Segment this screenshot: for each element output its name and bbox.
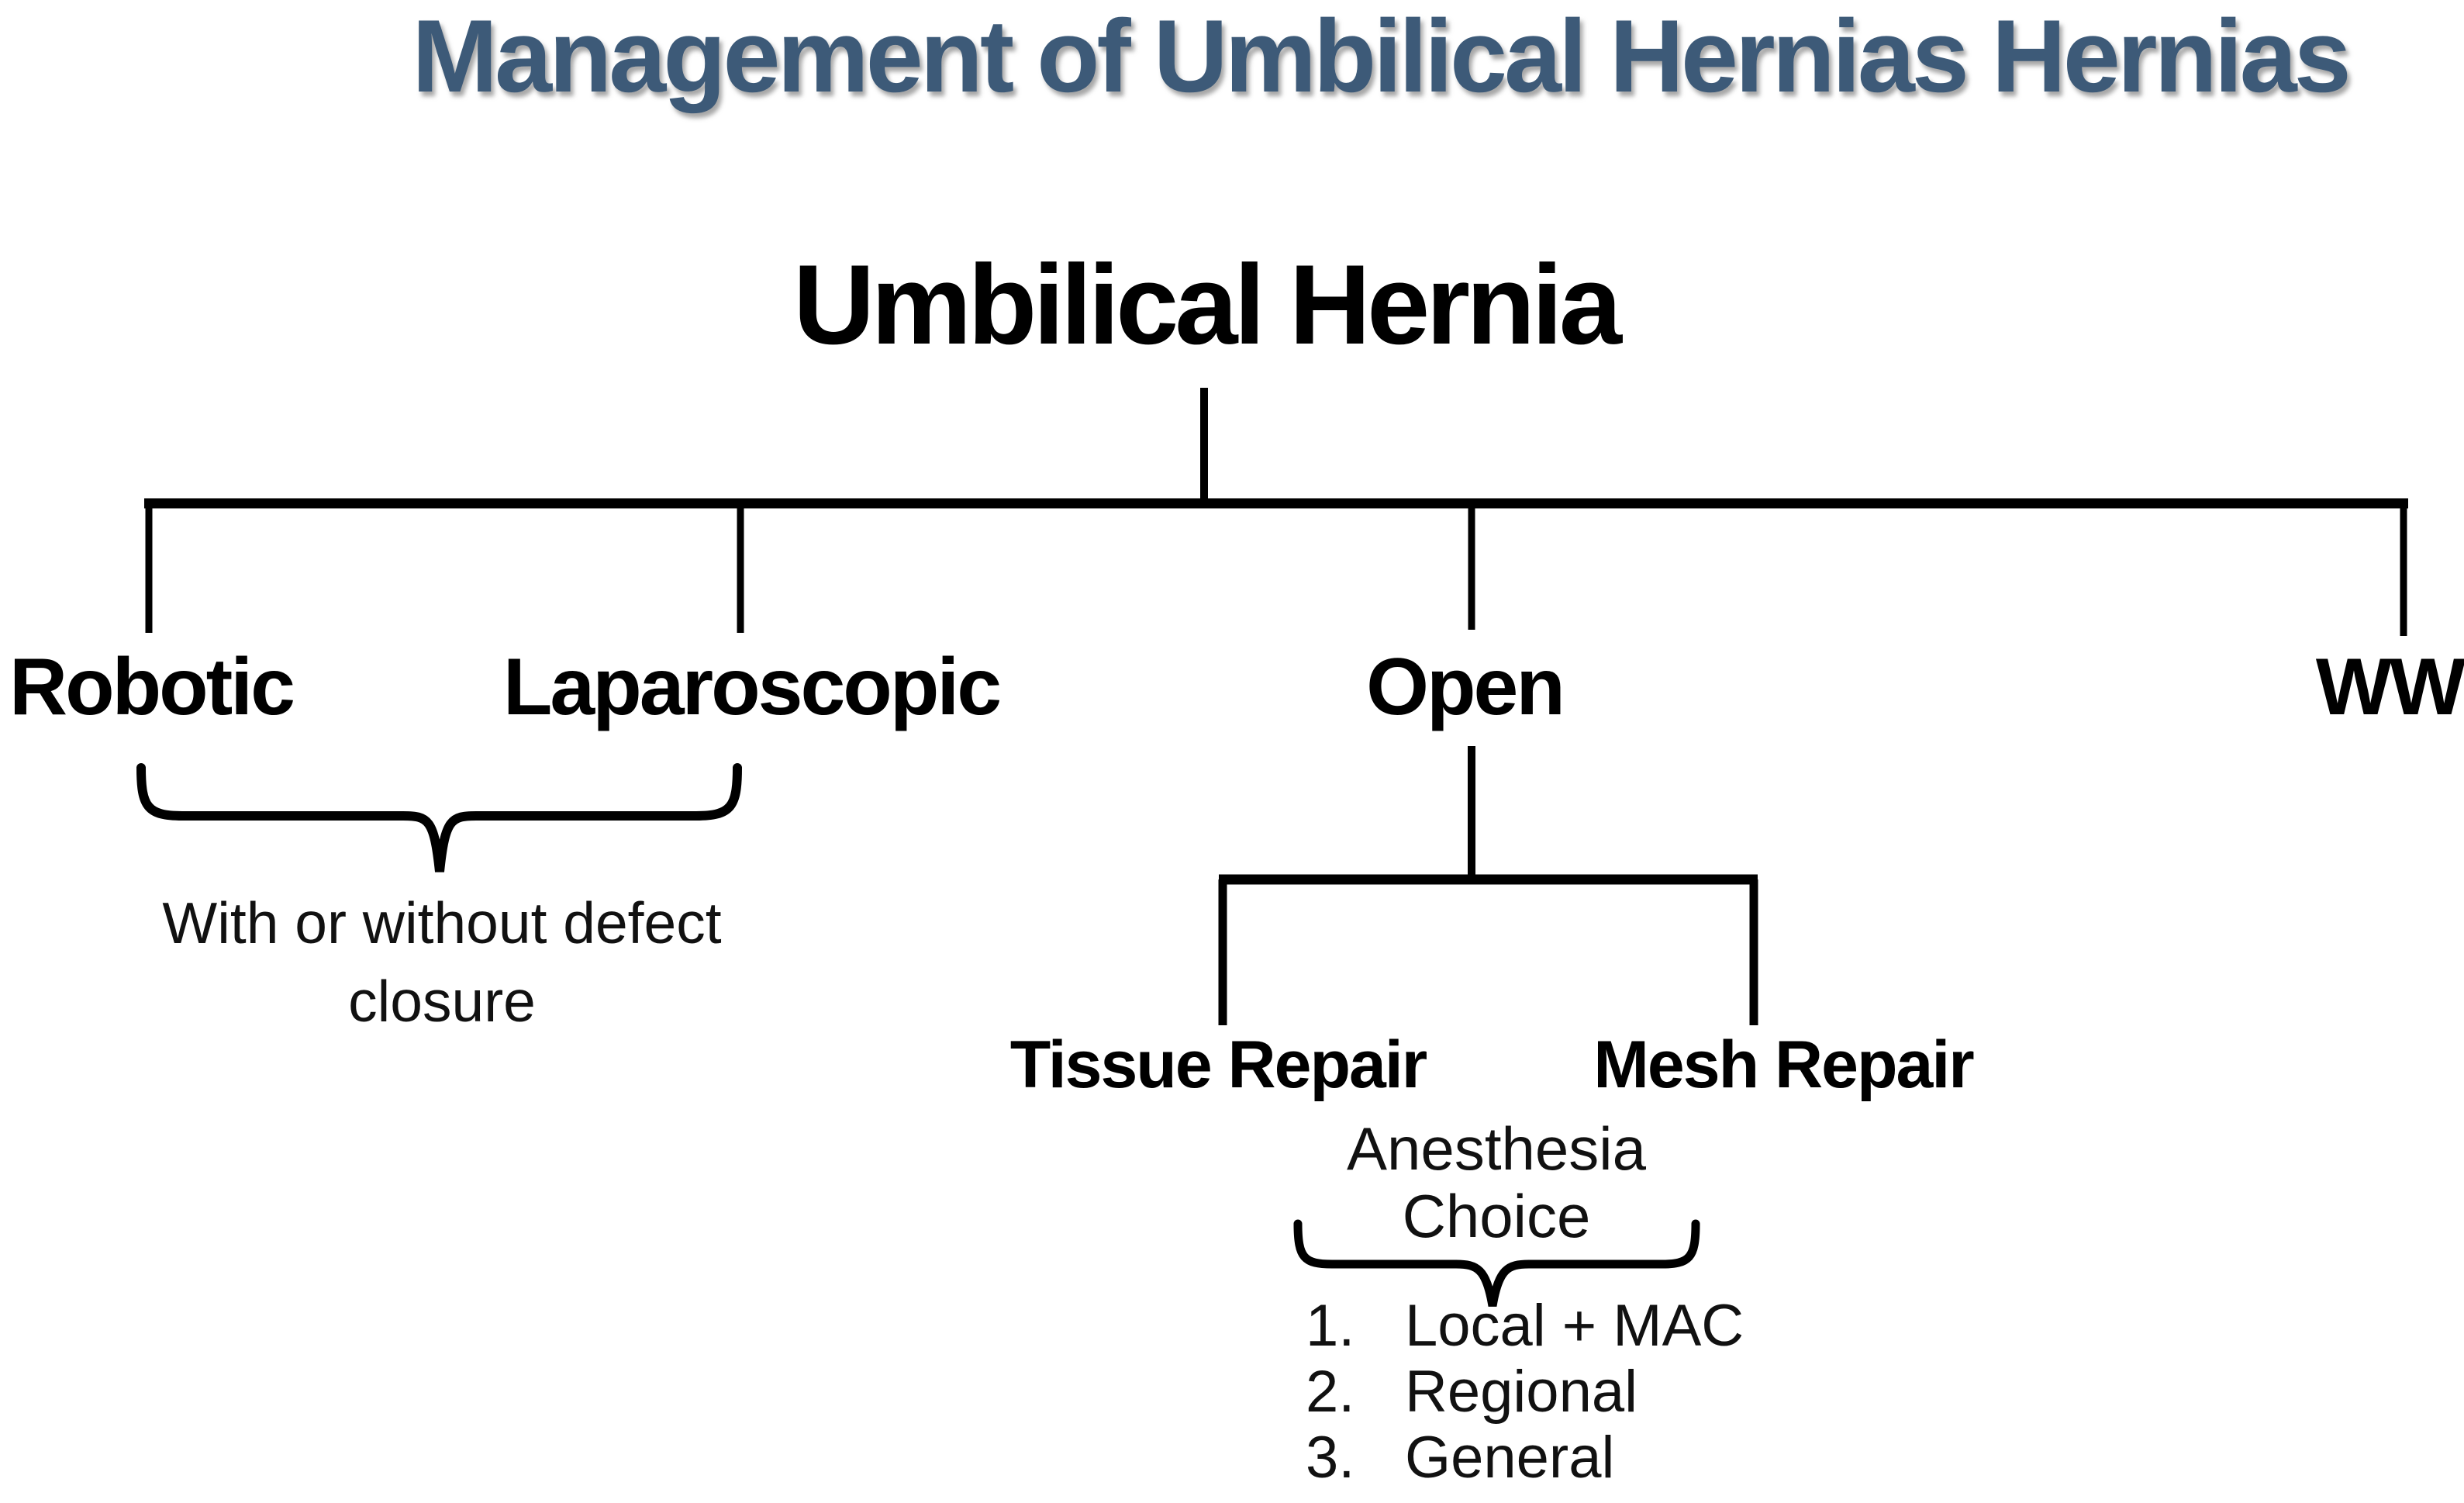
anesthesia-option-general: 3. General	[1306, 1424, 1744, 1491]
node-ww: WW	[2315, 642, 2464, 732]
note-defect-closure: With or without defect closure	[162, 890, 722, 1034]
slide-title: Management of Umbilical Hernias Hernias	[412, 0, 2351, 114]
option-label: General	[1405, 1425, 1615, 1491]
node-open: Open	[1366, 642, 1565, 732]
anesthesia-options-list: 1. Local + MAC 2. Regional 3. General	[1306, 1292, 1744, 1491]
node-robotic: Robotic	[9, 642, 295, 732]
anesthesia-option-regional: 2. Regional	[1306, 1358, 1744, 1425]
option-label: Local + MAC	[1405, 1293, 1744, 1359]
option-number: 1.	[1306, 1293, 1355, 1359]
node-tissue-repair: Tissue Repair	[1009, 1028, 1427, 1102]
brace-robotic-laparoscopic	[136, 763, 742, 872]
option-number: 3.	[1306, 1425, 1355, 1491]
node-mesh-repair: Mesh Repair	[1593, 1028, 1974, 1102]
option-label: Regional	[1405, 1359, 1637, 1425]
anesthesia-choice-heading: Anesthesia Choice	[1347, 1114, 1646, 1251]
node-umbilical-hernia: Umbilical Hernia	[792, 241, 1622, 368]
node-laparoscopic: Laparoscopic	[502, 642, 1002, 732]
anesthesia-option-local-mac: 1. Local + MAC	[1306, 1292, 1744, 1359]
option-number: 2.	[1306, 1359, 1355, 1425]
brace-anesthesia-choice	[1293, 1219, 1700, 1307]
